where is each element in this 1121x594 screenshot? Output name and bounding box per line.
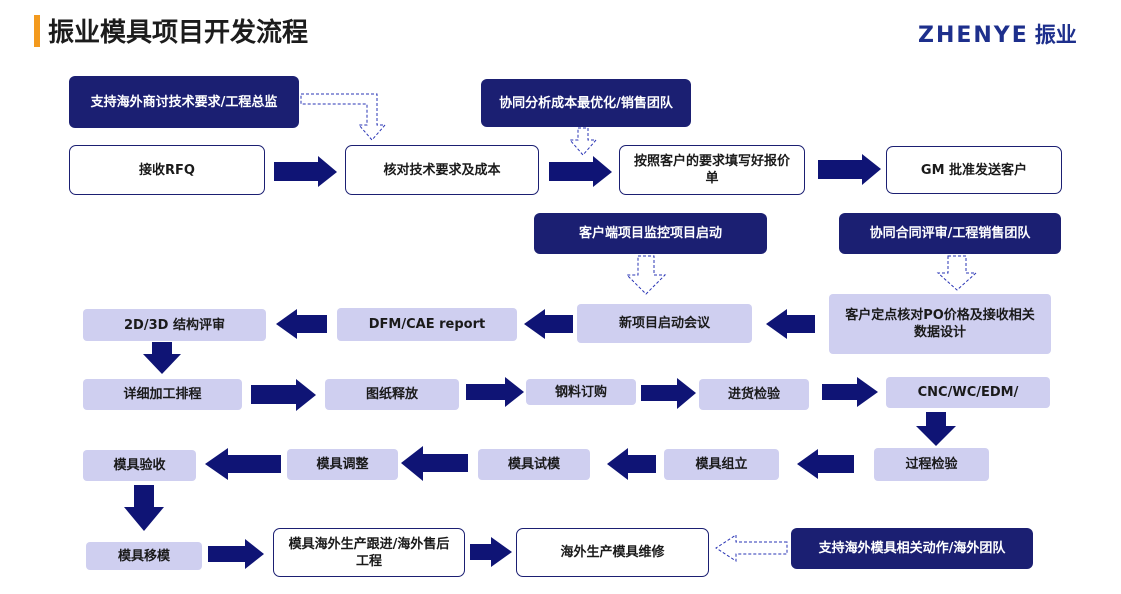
dfm-cae-report-box: DFM/CAE report xyxy=(337,308,517,341)
kickoff-meeting-box: 新项目启动会议 xyxy=(577,304,752,343)
arrow-check-to-quote xyxy=(549,156,612,187)
receive-rfq-box: 接收RFQ xyxy=(69,145,265,195)
mold-transfer-box: 模具移模 xyxy=(86,542,202,570)
arrow-assembly-to-trial xyxy=(607,448,656,480)
dashed-arrow-overseas-to-check xyxy=(300,93,387,141)
confirm-po-box: 客户定点核对PO价格及接收相关数据设计 xyxy=(829,294,1051,354)
arrow-rfq-to-check xyxy=(274,156,337,187)
arrow-kickoff-to-dfm xyxy=(524,309,573,339)
arrow-drawing-to-steel xyxy=(466,377,524,407)
check-tech-cost-box: 核对技术要求及成本 xyxy=(345,145,539,195)
structure-review-box: 2D/3D 结构评审 xyxy=(83,309,266,341)
client-monitor-box: 客户端项目监控项目启动 xyxy=(534,213,767,254)
arrow-accept-to-transfer xyxy=(124,485,164,531)
overseas-team-support-box: 支持海外模具相关动作/海外团队 xyxy=(791,528,1033,569)
process-inspection-box: 过程检验 xyxy=(874,448,989,481)
page-title: 振业模具项目开发流程 xyxy=(48,18,309,48)
arrow-dfm-to-review xyxy=(276,309,327,339)
mold-acceptance-box: 模具验收 xyxy=(83,450,196,481)
arrow-review-to-schedule xyxy=(143,342,181,374)
logo-english: ZHENYE xyxy=(918,23,1029,48)
gm-approve-box: GM 批准发送客户 xyxy=(886,146,1062,194)
arrow-trial-to-adjust xyxy=(401,446,468,481)
arrow-po-to-kickoff xyxy=(766,309,815,339)
fill-quote-box: 按照客户的要求填写好报价单 xyxy=(619,145,805,195)
title-accent-bar xyxy=(34,15,40,47)
arrow-cnc-to-check xyxy=(916,412,956,446)
arrow-schedule-to-drawing xyxy=(251,379,316,411)
dashed-arrow-support-to-maint xyxy=(715,534,788,562)
dashed-arrow-monitor-to-kickoff xyxy=(625,255,667,295)
overseas-tech-support-box: 支持海外商讨技术要求/工程总监 xyxy=(69,76,299,128)
arrow-adjust-to-accept xyxy=(205,448,281,480)
arrow-check-to-assembly xyxy=(797,449,854,479)
overseas-followup-box: 模具海外生产跟进/海外售后工程 xyxy=(273,528,465,577)
arrow-incoming-to-cnc xyxy=(822,377,878,407)
mold-assembly-box: 模具组立 xyxy=(664,449,779,480)
overseas-maintenance-box: 海外生产模具维修 xyxy=(516,528,709,577)
arrow-transfer-to-followup xyxy=(208,539,264,569)
mold-trial-box: 模具试模 xyxy=(478,449,590,480)
processing-schedule-box: 详细加工排程 xyxy=(83,379,242,410)
mold-adjustment-box: 模具调整 xyxy=(287,449,398,480)
dashed-arrow-contract-to-po xyxy=(936,255,978,291)
dashed-arrow-cost-to-check xyxy=(568,127,598,156)
incoming-inspection-box: 进货检验 xyxy=(699,379,809,410)
cnc-box: CNC/WC/EDM/ xyxy=(886,377,1050,408)
steel-order-box: 钢料订购 xyxy=(526,379,636,405)
drawing-release-box: 图纸释放 xyxy=(325,379,459,410)
logo-chinese: 振业 xyxy=(1034,23,1077,47)
arrow-followup-to-maint xyxy=(470,537,512,567)
arrow-quote-to-gm xyxy=(818,154,881,185)
cost-optimization-box: 协同分析成本最优化/销售团队 xyxy=(481,79,691,127)
contract-review-box: 协同合同评审/工程销售团队 xyxy=(839,213,1061,254)
arrow-steel-to-incoming xyxy=(641,378,696,409)
